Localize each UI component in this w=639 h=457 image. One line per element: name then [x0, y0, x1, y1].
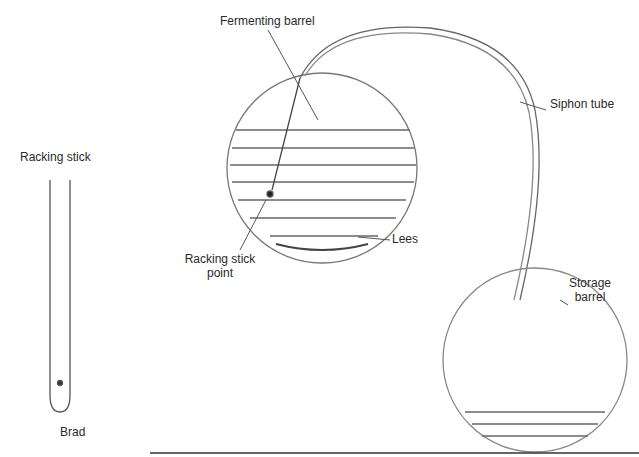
- racking-stick: [50, 180, 70, 412]
- racking-stick-point-dot: [267, 191, 273, 197]
- racking-stick-in-barrel: [272, 78, 300, 190]
- siphon-tube-wall: [305, 33, 533, 300]
- part-label: Racking stick point: [175, 252, 265, 280]
- leader-lines: [240, 30, 568, 305]
- part-label: Brad: [60, 425, 85, 439]
- ground-line: [150, 452, 639, 453]
- brad-dot: [58, 381, 63, 386]
- siphon-tube: [300, 27, 539, 300]
- part-label: Siphon tube: [550, 97, 614, 111]
- part-label: Storage barrel: [560, 276, 620, 304]
- fermenting-barrel: [227, 73, 417, 263]
- part-label: Racking stick: [20, 150, 91, 164]
- part-label: Fermenting barrel: [220, 14, 315, 28]
- wine-level-lines: [230, 130, 416, 236]
- lees-layer: [276, 244, 368, 250]
- part-label: Lees: [392, 232, 418, 246]
- storage-level-lines: [465, 412, 605, 436]
- storage-barrel: [443, 268, 627, 452]
